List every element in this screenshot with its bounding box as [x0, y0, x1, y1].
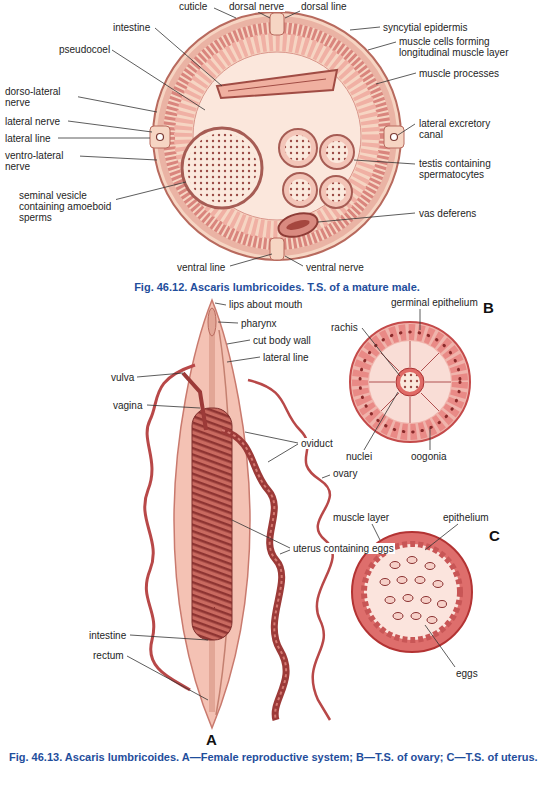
- part-label: uterus containing eggs: [292, 543, 395, 554]
- part-label: ventral nerve: [305, 262, 365, 273]
- part-label: oogonia: [410, 451, 448, 462]
- panel-letter: A: [205, 732, 218, 748]
- part-label: intestine: [88, 630, 127, 641]
- part-label: pseudocoel: [58, 44, 111, 55]
- part-label: dorsal nerve: [228, 1, 285, 12]
- panel-letter: B: [482, 300, 495, 316]
- part-label: vagina: [112, 400, 143, 411]
- part-label: germinal epithelium: [390, 297, 479, 308]
- part-label: ventral line: [176, 262, 226, 273]
- part-label: rachis: [330, 322, 359, 333]
- part-label: lateral line: [4, 133, 52, 144]
- part-label: muscle processes: [418, 68, 500, 79]
- part-label: rectum: [92, 650, 125, 661]
- part-label: pharynx: [240, 318, 278, 329]
- part-label: vulva: [110, 372, 135, 383]
- part-label: oviduct: [300, 438, 334, 449]
- part-label: ventro-lateral nerve: [4, 150, 80, 172]
- female-system: [145, 300, 333, 728]
- part-label: lateral line: [262, 352, 310, 363]
- part-label: dorsal line: [300, 1, 348, 12]
- figure-caption: Fig. 46.12. Ascaris lumbricoides. T.S. o…: [1, 280, 550, 294]
- figure-caption: Fig. 46.13. Ascaris lumbricoides. A—Fema…: [8, 750, 544, 764]
- part-label: lateral excretory canal: [418, 118, 512, 140]
- part-label: epithelium: [442, 512, 490, 523]
- part-label: syncytial epidermis: [382, 22, 468, 33]
- part-label: cut body wall: [252, 335, 312, 346]
- ovary-section: [350, 322, 470, 442]
- part-label: lips about mouth: [228, 299, 303, 310]
- part-label: vas deferens: [418, 208, 477, 219]
- panel-letter: C: [488, 528, 501, 544]
- part-label: muscle cells forming longitudinal muscle…: [398, 36, 530, 58]
- leader-lines: [127, 303, 458, 700]
- part-label: cuticle: [178, 1, 208, 12]
- part-label: eggs: [455, 668, 479, 679]
- part-label: testis containing spermatocytes: [418, 158, 520, 180]
- part-label: nuclei: [345, 451, 373, 462]
- part-label: muscle layer: [332, 512, 390, 523]
- male-cross-section: [150, 12, 404, 260]
- part-label: dorso-lateral nerve: [4, 86, 78, 108]
- part-label: seminal vesicle containing amoeboid sper…: [18, 190, 116, 223]
- leader-lines: [58, 8, 416, 266]
- part-label: intestine: [112, 22, 151, 33]
- part-label: ovary: [332, 468, 358, 479]
- part-label: lateral nerve: [4, 116, 61, 127]
